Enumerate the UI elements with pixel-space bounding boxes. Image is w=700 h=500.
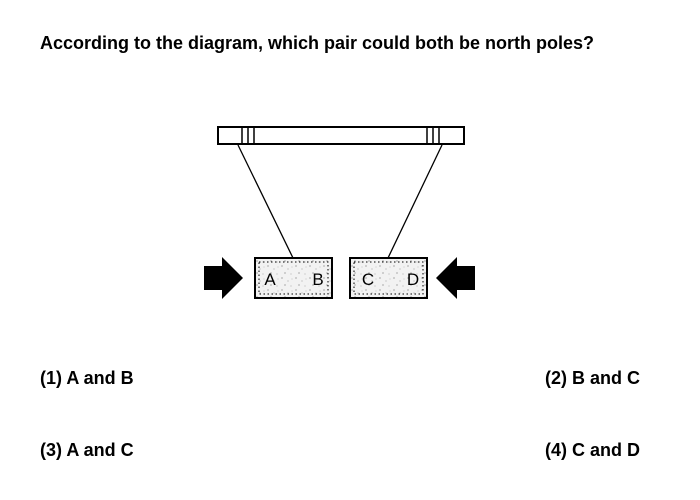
arrow-left-icon [436, 257, 475, 299]
string-left [237, 144, 294, 259]
choice-2[interactable]: (2) B and C [545, 368, 641, 388]
magnet-right: C D [349, 257, 428, 299]
support-bar [217, 126, 465, 145]
magnet-left: A B [254, 257, 333, 299]
question-text: According to the diagram, which pair cou… [40, 33, 595, 53]
choice-4[interactable]: (4) C and D [545, 440, 641, 460]
arrow-right-icon [204, 257, 243, 299]
pole-label-b: B [312, 270, 323, 289]
pole-label-c: C [362, 270, 374, 289]
pole-label-a: A [264, 270, 276, 289]
choice-3[interactable]: (3) A and C [40, 440, 134, 460]
pole-label-d: D [407, 270, 419, 289]
choice-1[interactable]: (1) A and B [40, 368, 134, 388]
string-right [387, 144, 443, 259]
